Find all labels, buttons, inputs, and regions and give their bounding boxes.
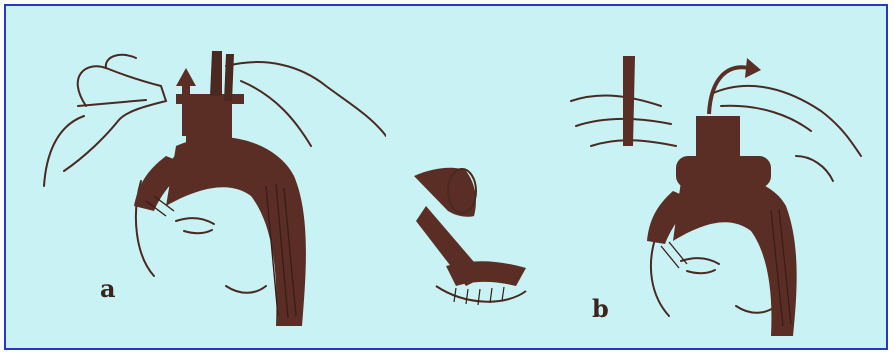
illustration-frame: a b xyxy=(4,4,888,350)
illustration-detail xyxy=(396,6,546,346)
illustration-b xyxy=(561,6,881,346)
illustration-a xyxy=(26,6,386,346)
figure-label-b: b xyxy=(592,294,609,323)
figure-label-a: a xyxy=(100,274,116,303)
